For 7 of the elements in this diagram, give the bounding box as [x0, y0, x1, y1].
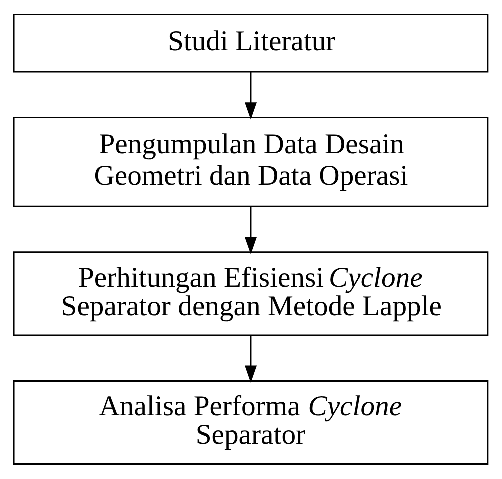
- arrow: [244, 72, 258, 120]
- arrow: [244, 336, 258, 383]
- node-box: Analisa Performa Cyclone Separator: [13, 380, 489, 465]
- node-box: Studi Literatur: [13, 14, 489, 73]
- node-box: Pengumpulan Data Desain Geometri dan Data Operasi: [13, 117, 489, 208]
- node-box: Perhitungan Efisiensi Cyclone Separator dengan Metode Lapple: [13, 252, 489, 336]
- arrow: [244, 207, 258, 255]
